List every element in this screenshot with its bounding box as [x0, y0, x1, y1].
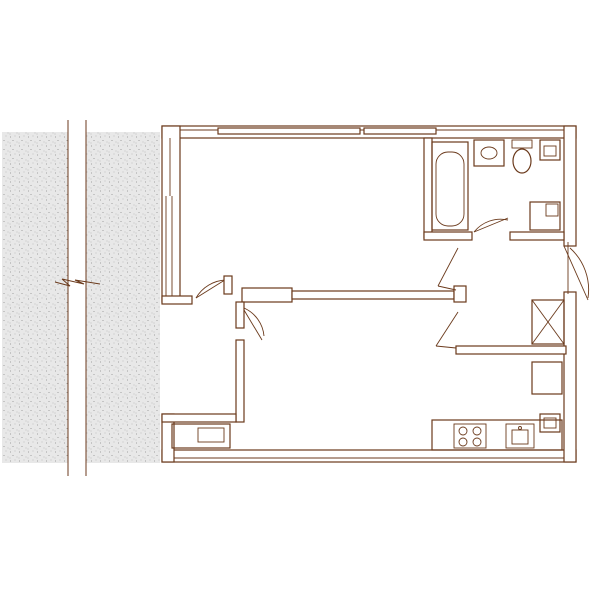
fridge: [531, 361, 563, 395]
kitchen-counter: [431, 419, 563, 451]
towel-dryer: [539, 139, 561, 161]
stove: [453, 423, 487, 449]
door-leaf-lower: [435, 311, 459, 347]
bathroom: [431, 139, 561, 231]
ground-area: [2, 120, 160, 476]
door-leaf-hall: [243, 309, 263, 341]
exterior-walls: [161, 125, 577, 463]
washbasin: [473, 139, 505, 167]
left-window: [165, 196, 173, 300]
top-window-left: [217, 127, 361, 135]
wall-niche: [241, 287, 293, 303]
balcony: [171, 423, 231, 449]
kitchen: [431, 361, 563, 451]
washing-machine: [529, 201, 561, 231]
door-leaf-upper: [437, 247, 459, 287]
bathtub: [431, 141, 469, 231]
top-window-right: [363, 127, 437, 135]
radiator: [197, 427, 225, 443]
toilet: [511, 139, 533, 174]
doors: [195, 217, 590, 349]
wardrobe: [531, 299, 565, 345]
break-line-icon: [54, 278, 101, 287]
door-leaf-bath: [473, 217, 509, 233]
door-leaf-left: [195, 277, 229, 299]
sink: [505, 423, 535, 449]
boiler: [539, 413, 561, 433]
interior-walls: [161, 137, 567, 423]
